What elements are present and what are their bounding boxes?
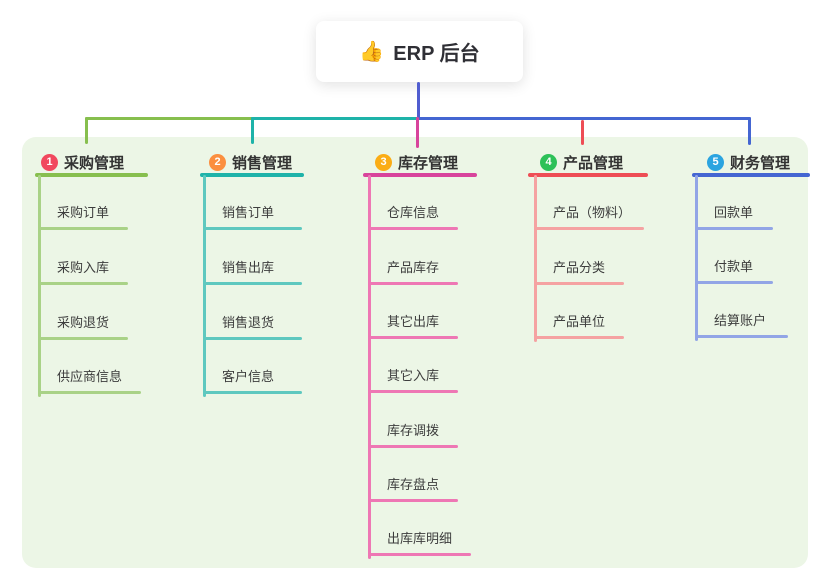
- node-line: [368, 282, 458, 285]
- branch-1-title: 采购管理: [64, 154, 125, 172]
- node-line: [368, 553, 471, 556]
- branch-5-title: 财务管理: [730, 154, 791, 172]
- branch-4-title: 产品管理: [563, 154, 624, 172]
- node-collection-note[interactable]: 回款单: [695, 204, 773, 230]
- connector-drop-3: [416, 117, 419, 148]
- branch-3-underline: [363, 173, 477, 177]
- branch-2-underline: [200, 173, 304, 177]
- branch-4-spine: [534, 175, 537, 342]
- branch-5-spine: [695, 175, 698, 341]
- node-warehouse-info[interactable]: 仓库信息: [368, 204, 458, 230]
- badge-5-icon: 5: [707, 153, 724, 171]
- node-line: [203, 227, 302, 230]
- branch-1-underline: [35, 173, 148, 177]
- node-stock-check[interactable]: 库存盘点: [368, 476, 458, 502]
- node-purchase-order[interactable]: 采购订单: [38, 204, 128, 230]
- node-line: [38, 227, 128, 230]
- node-purchase-return[interactable]: 采购退货: [38, 314, 128, 340]
- node-purchase-inbound[interactable]: 采购入库: [38, 259, 128, 285]
- node-product-stock[interactable]: 产品库存: [368, 259, 458, 285]
- branch-3-inventory[interactable]: 3 库存管理: [375, 152, 458, 172]
- thumbs-up-icon: 👍: [359, 41, 385, 63]
- branch-5-underline: [692, 173, 810, 177]
- node-settlement-account[interactable]: 结算账户: [695, 312, 788, 338]
- node-other-outbound[interactable]: 其它出库: [368, 313, 458, 339]
- node-product-material[interactable]: 产品（物料）: [534, 204, 644, 230]
- branch-2-title: 销售管理: [232, 154, 293, 172]
- node-sales-outbound[interactable]: 销售出库: [203, 259, 302, 285]
- badge-4-icon: 4: [540, 153, 557, 171]
- root-node-erp[interactable]: 👍 ERP 后台: [316, 21, 523, 82]
- connector-drop-5: [748, 117, 751, 145]
- branch-3-spine: [368, 175, 371, 559]
- node-line: [203, 282, 302, 285]
- node-line: [368, 445, 458, 448]
- node-line: [695, 335, 788, 338]
- node-product-category[interactable]: 产品分类: [534, 259, 624, 285]
- node-line: [368, 336, 458, 339]
- node-other-inbound[interactable]: 其它入库: [368, 367, 458, 393]
- node-line: [534, 282, 624, 285]
- node-line: [203, 391, 302, 394]
- branch-2-sales[interactable]: 2 销售管理: [209, 152, 292, 172]
- node-line: [368, 390, 458, 393]
- node-line: [695, 281, 773, 284]
- branch-4-underline: [528, 173, 648, 177]
- node-line: [368, 499, 458, 502]
- branch-4-product[interactable]: 4 产品管理: [540, 152, 623, 172]
- node-outbound-detail[interactable]: 出库库明细: [368, 530, 471, 556]
- branch-1-spine: [38, 175, 41, 397]
- node-line: [203, 337, 302, 340]
- connector-h-green: [85, 117, 253, 120]
- connector-h-teal: [251, 117, 418, 120]
- node-product-unit[interactable]: 产品单位: [534, 313, 624, 339]
- node-line: [38, 337, 128, 340]
- root-title: ERP 后台: [393, 43, 480, 65]
- node-line: [368, 227, 458, 230]
- branch-1-purchase[interactable]: 1 采购管理: [41, 152, 124, 172]
- connector-drop-2: [251, 117, 254, 144]
- node-line: [38, 282, 128, 285]
- badge-1-icon: 1: [41, 153, 58, 171]
- node-line: [38, 391, 141, 394]
- branch-2-spine: [203, 175, 206, 397]
- node-line: [534, 336, 624, 339]
- node-line: [695, 227, 773, 230]
- connector-drop-4: [581, 120, 584, 145]
- connector-drop-1: [85, 117, 88, 144]
- badge-3-icon: 3: [375, 153, 392, 171]
- branch-3-title: 库存管理: [398, 154, 459, 172]
- connector-trunk: [417, 82, 420, 118]
- node-customer-info[interactable]: 客户信息: [203, 368, 302, 394]
- node-payment-note[interactable]: 付款单: [695, 258, 773, 284]
- node-supplier-info[interactable]: 供应商信息: [38, 368, 141, 394]
- node-sales-return[interactable]: 销售退货: [203, 314, 302, 340]
- branch-5-finance[interactable]: 5 财务管理: [707, 152, 790, 172]
- connector-h-blue: [416, 117, 751, 120]
- node-sales-order[interactable]: 销售订单: [203, 204, 302, 230]
- branches-panel: [22, 137, 808, 568]
- badge-2-icon: 2: [209, 153, 226, 171]
- node-line: [534, 227, 644, 230]
- node-stock-transfer[interactable]: 库存调拨: [368, 422, 458, 448]
